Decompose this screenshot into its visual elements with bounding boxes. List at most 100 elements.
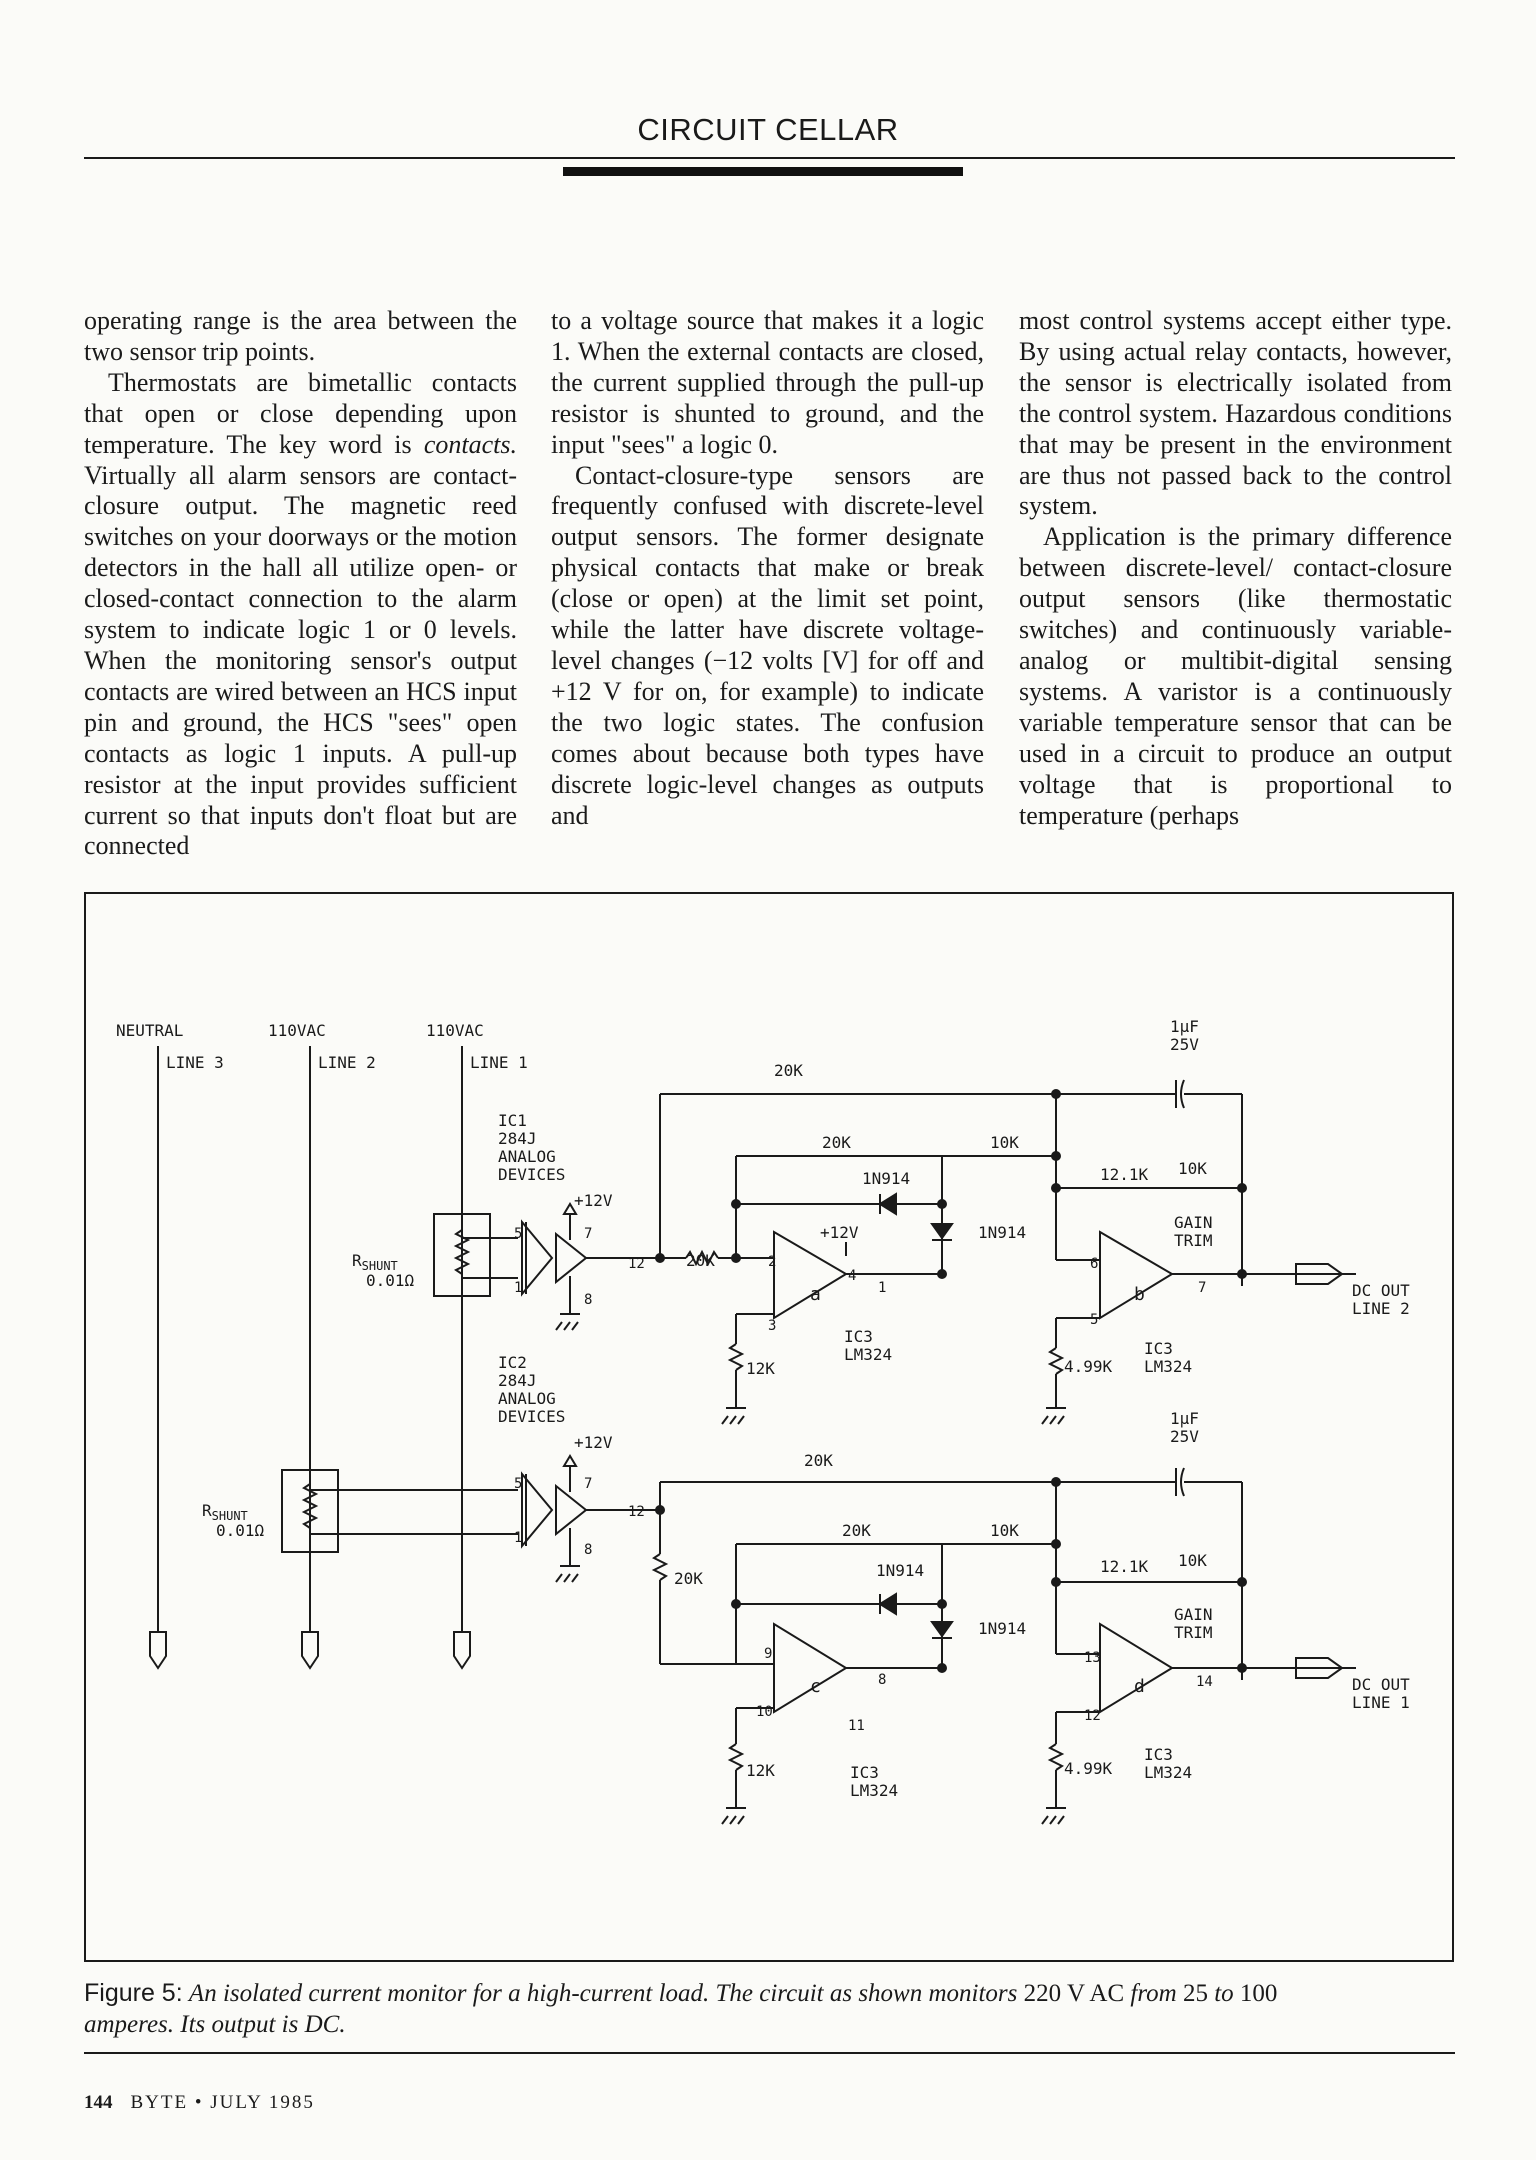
- ac-lines: [149, 1046, 471, 1670]
- label-diode: 1N914: [978, 1619, 1026, 1638]
- pin-number: 4: [848, 1268, 856, 1284]
- pin-number: 3: [768, 1318, 776, 1334]
- pin-number: 13: [1084, 1650, 1101, 1666]
- label-trim: TRIM: [1174, 1231, 1213, 1250]
- label-ic3: IC3: [844, 1327, 873, 1346]
- label-r20k: 20K: [774, 1061, 803, 1080]
- pin-number: 7: [584, 1226, 592, 1242]
- label-lm324: LM324: [1144, 1763, 1192, 1782]
- label-dc-out: DC OUT: [1352, 1281, 1410, 1300]
- label-r10k: 10K: [990, 1521, 1019, 1540]
- figure-caption: Figure 5: An isolated current monitor fo…: [84, 1979, 1278, 2038]
- pin-number: 1: [514, 1280, 522, 1296]
- text-column-1: operating range is the area between the …: [84, 306, 517, 862]
- label-rshunt: RSHUNT: [352, 1251, 398, 1273]
- pin-number: 1: [878, 1280, 886, 1296]
- label-ic2-part: 284J: [498, 1371, 537, 1390]
- text-column-2: to a voltage source that makes it a logi…: [551, 306, 984, 831]
- pin-number: 12: [628, 1256, 645, 1272]
- label-r20k: 20K: [822, 1133, 851, 1152]
- label-r4-99k: 4.99K: [1064, 1357, 1113, 1376]
- pin-number: 5: [1090, 1312, 1098, 1328]
- label-rshunt: RSHUNT: [202, 1501, 248, 1523]
- running-header: CIRCUIT CELLAR: [637, 112, 899, 147]
- label-lm324: LM324: [1144, 1357, 1192, 1376]
- label-line1: LINE 1: [470, 1053, 528, 1072]
- label-lm324: LM324: [844, 1345, 892, 1364]
- page-footer: 144 BYTE • JULY 1985: [84, 2092, 315, 2114]
- pin-number: 7: [584, 1476, 592, 1492]
- label-dc-line1: LINE 1: [1352, 1693, 1410, 1712]
- label-amp-a: a: [810, 1284, 821, 1305]
- pin-number: 8: [878, 1672, 886, 1688]
- label-ic1-mfr: ANALOG: [498, 1147, 556, 1166]
- label-v12: +12V: [820, 1223, 859, 1242]
- label-amp-d: d: [1134, 1676, 1145, 1697]
- label-r12k: 12K: [746, 1359, 775, 1378]
- label-r12k: 12K: [746, 1761, 775, 1780]
- label-r4-99k: 4.99K: [1064, 1759, 1113, 1778]
- label-cap: 1μF: [1170, 1017, 1199, 1036]
- pin-number: 6: [1090, 1256, 1098, 1272]
- label-line2: LINE 2: [318, 1053, 376, 1072]
- junction-dots: [655, 1089, 1247, 1673]
- pin-number: 8: [584, 1542, 592, 1558]
- ic2-isolation-amp: [521, 1454, 660, 1583]
- label-dc-out: DC OUT: [1352, 1675, 1410, 1694]
- shunt-resistor-2: [281, 1469, 518, 1553]
- label-neutral: NEUTRAL: [116, 1021, 183, 1040]
- footer-rule: [84, 2052, 1455, 2054]
- label-rshunt-value: 0.01Ω: [216, 1521, 265, 1540]
- circuit-diagram: NEUTRAL 110VAC 110VAC LINE 3 LINE 2 LINE…: [116, 1017, 1410, 1825]
- pin-number: 14: [1196, 1674, 1213, 1690]
- label-diode: 1N914: [876, 1561, 924, 1580]
- label-r20k: 20K: [674, 1569, 703, 1588]
- label-v12: +12V: [574, 1191, 613, 1210]
- pin-number: 9: [764, 1646, 772, 1662]
- magazine-issue: BYTE • JULY 1985: [130, 2092, 315, 2113]
- label-gain: GAIN: [1174, 1605, 1213, 1624]
- header-accent-bar: [563, 167, 963, 176]
- label-ic2: IC2: [498, 1353, 527, 1372]
- label-diode: 1N914: [862, 1169, 910, 1188]
- label-r10k: 10K: [990, 1133, 1019, 1152]
- label-trim: TRIM: [1174, 1623, 1213, 1642]
- label-r10k: 10K: [1178, 1159, 1207, 1178]
- shunt-resistor-1: [433, 1213, 518, 1297]
- header-rule: [84, 157, 1455, 159]
- pin-number: 5: [514, 1476, 522, 1492]
- label-r20k: 20K: [804, 1451, 833, 1470]
- label-ic3: IC3: [1144, 1745, 1173, 1764]
- label-r12-1k: 12.1K: [1100, 1165, 1149, 1184]
- label-ic2-mfr: DEVICES: [498, 1407, 565, 1426]
- pin-number: 2: [768, 1254, 776, 1270]
- pin-number: 5: [514, 1226, 522, 1242]
- pin-number: 7: [1198, 1280, 1206, 1296]
- lower-channel: [651, 1467, 1356, 1825]
- label-ic3: IC3: [1144, 1339, 1173, 1358]
- dc-out-connectors: [1295, 1263, 1344, 1679]
- caption-label: Figure 5:: [84, 1979, 183, 2007]
- label-ic1-part: 284J: [498, 1129, 537, 1148]
- figure-5-schematic: NEUTRAL 110VAC 110VAC LINE 3 LINE 2 LINE…: [84, 892, 1454, 1962]
- pin-number: 11: [848, 1718, 865, 1734]
- pin-number: 12: [628, 1504, 645, 1520]
- paragraph: Application is the primary difference be…: [1019, 522, 1452, 830]
- ic1-isolation-amp: [521, 1202, 660, 1331]
- text-column-3: most control systems accept either type.…: [1019, 306, 1452, 831]
- label-110vac-2: 110VAC: [268, 1021, 326, 1040]
- pin-number: 12: [1084, 1708, 1101, 1724]
- label-ic1: IC1: [498, 1111, 527, 1130]
- paragraph: to a voltage source that makes it a logi…: [551, 306, 984, 459]
- label-ic1-mfr: DEVICES: [498, 1165, 565, 1184]
- paragraph: Thermostats are bimetallic contacts that…: [84, 367, 517, 861]
- page-number: 144: [84, 2092, 113, 2113]
- label-lm324: LM324: [850, 1781, 898, 1800]
- label-line3: LINE 3: [166, 1053, 224, 1072]
- paragraph: operating range is the area between the …: [84, 306, 517, 366]
- label-cap: 25V: [1170, 1427, 1199, 1446]
- label-cap: 1μF: [1170, 1409, 1199, 1428]
- label-diode: 1N914: [978, 1223, 1026, 1242]
- label-gain: GAIN: [1174, 1213, 1213, 1232]
- label-v12: +12V: [574, 1433, 613, 1452]
